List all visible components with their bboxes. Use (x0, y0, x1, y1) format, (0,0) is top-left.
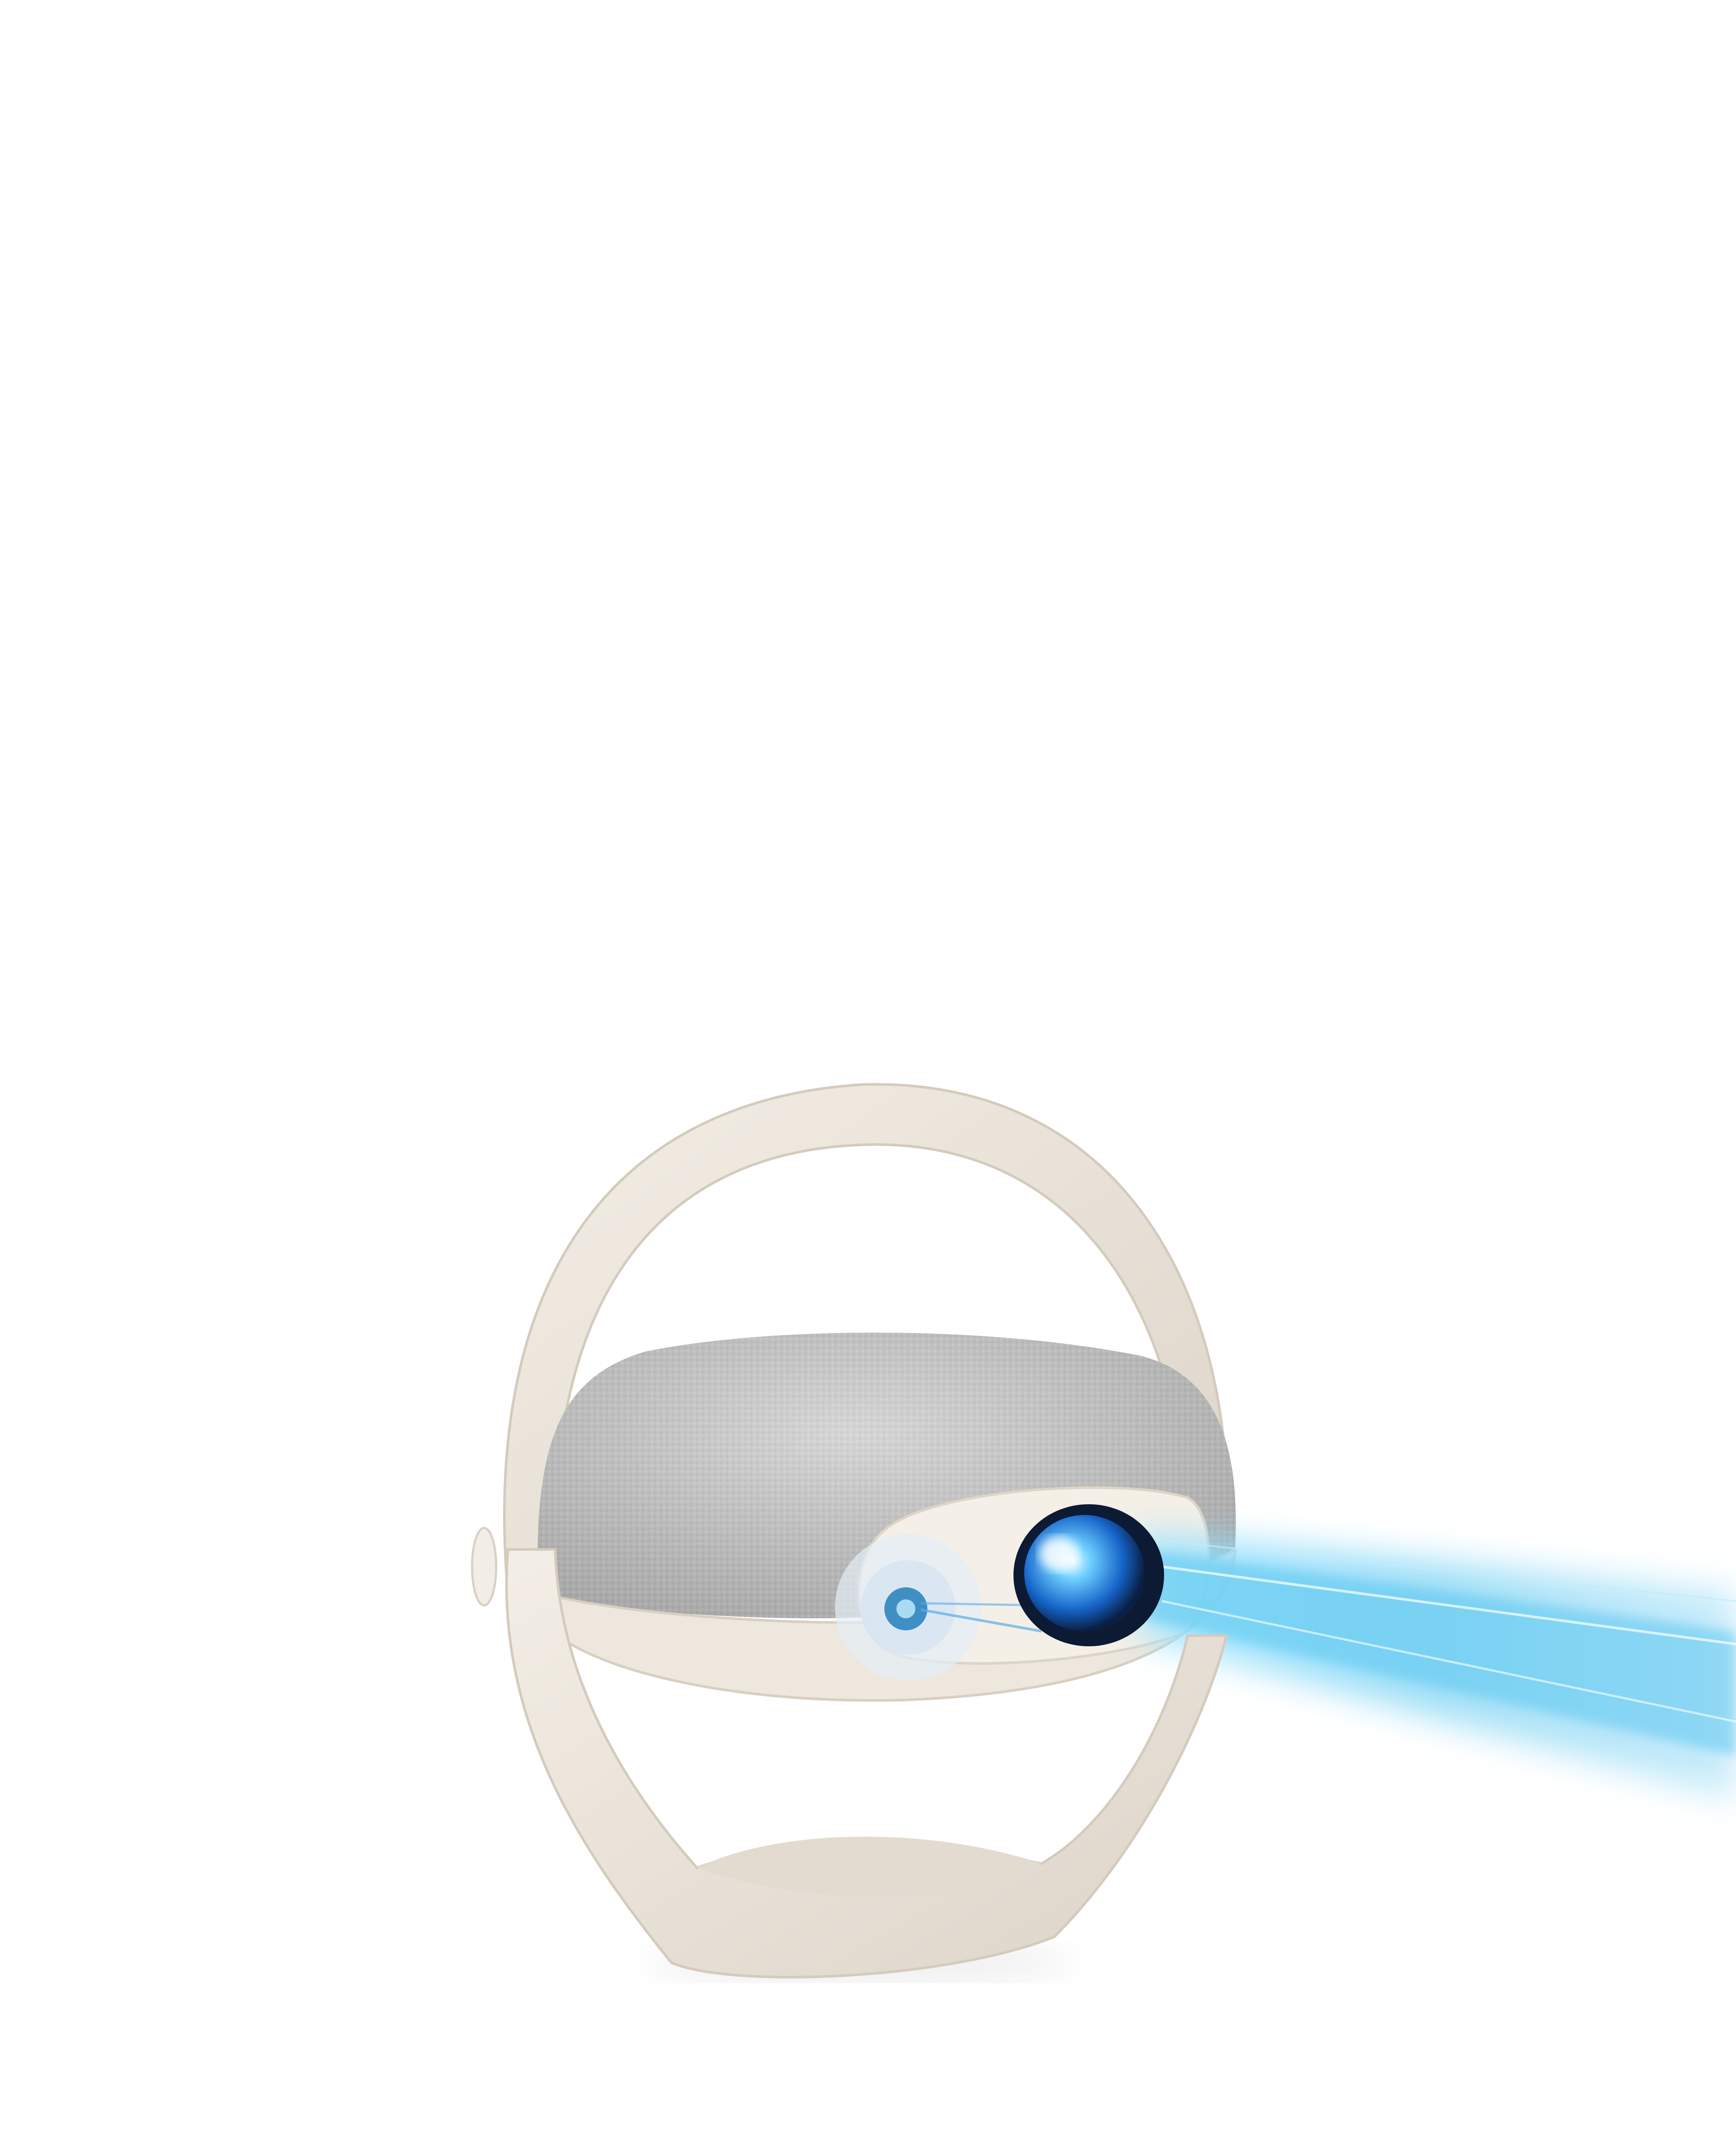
base-tray (697, 1837, 1041, 1897)
light-beam (1140, 1532, 1736, 1799)
projector-product-image (471, 1083, 1736, 1980)
sensor-icon (835, 1534, 1042, 1681)
ring-frame-front (505, 1548, 1228, 1979)
side-button (471, 1527, 497, 1607)
projector-lens (1013, 1504, 1164, 1646)
